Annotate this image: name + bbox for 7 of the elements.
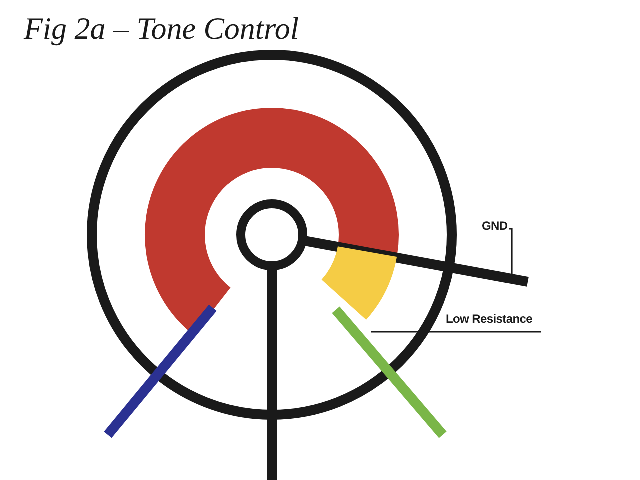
leader-line [370, 331, 541, 333]
low-resistance-arc [320, 244, 397, 319]
leader-line [509, 228, 513, 277]
callout-label: Low Resistance [446, 312, 532, 327]
callout-label: GND [482, 219, 508, 234]
title: Fig 2a – Tone Control [24, 10, 300, 48]
wiper-bar [304, 236, 529, 287]
